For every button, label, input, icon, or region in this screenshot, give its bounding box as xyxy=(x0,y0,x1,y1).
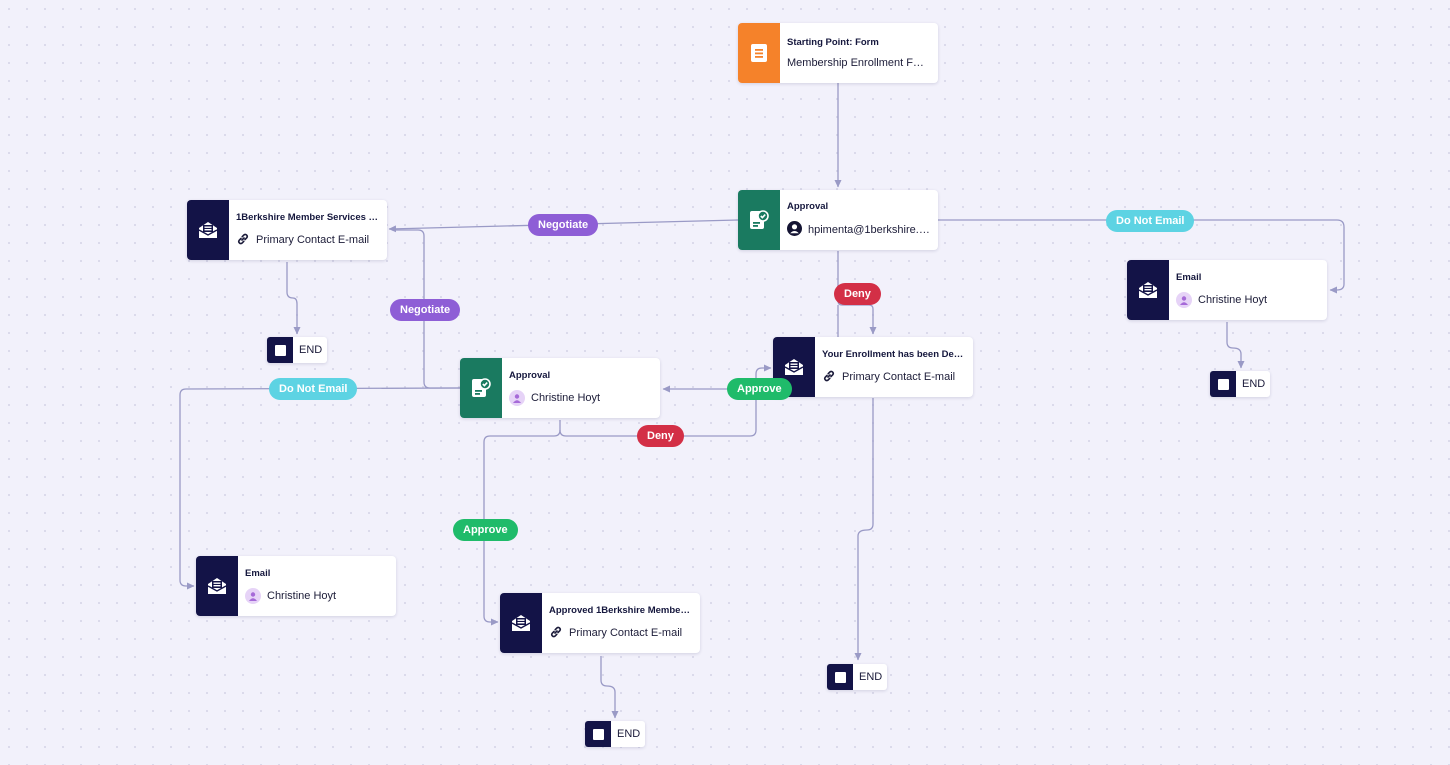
negotiate-label[interactable]: Negotiate xyxy=(528,214,599,236)
email-node-right[interactable]: Email Christine Hoyt xyxy=(1127,260,1327,320)
end-node[interactable]: END xyxy=(827,664,887,690)
approval-node-2[interactable]: Approval Christine Hoyt xyxy=(460,358,660,418)
start-node[interactable]: Starting Point: Form Membership Enrollme… xyxy=(738,23,938,83)
deny-label[interactable]: Deny xyxy=(834,283,881,305)
stop-icon xyxy=(585,721,611,747)
avatar xyxy=(509,390,525,406)
node-subtitle: Primary Contact E-mail xyxy=(842,371,956,383)
avatar xyxy=(1176,292,1192,308)
edge-deny-2 xyxy=(559,364,772,437)
node-title: Approved 1Berkshire Membe… xyxy=(549,604,690,616)
node-title: Approval xyxy=(787,201,829,212)
node-title: Your Enrollment has been De… xyxy=(822,348,964,360)
node-subtitle: Christine Hoyt xyxy=(267,590,337,602)
stop-icon xyxy=(827,664,853,690)
approval-icon xyxy=(460,358,502,418)
edge-approve-2 xyxy=(483,429,561,626)
end-label: END xyxy=(859,671,883,683)
edge-approved-end xyxy=(600,656,619,719)
end-node[interactable]: END xyxy=(267,337,327,363)
do-not-email-label[interactable]: Do Not Email xyxy=(269,378,358,400)
form-icon xyxy=(738,23,780,83)
email-icon xyxy=(500,593,542,653)
edge-member-end xyxy=(286,262,301,335)
node-subtitle: Membership Enrollment F… xyxy=(787,57,924,69)
email-icon xyxy=(1127,260,1169,320)
edge-do-not-email-1 xyxy=(938,219,1345,294)
negotiate-label[interactable]: Negotiate xyxy=(390,299,461,321)
link-icon xyxy=(822,369,836,386)
email-icon xyxy=(187,200,229,260)
approve-label[interactable]: Approve xyxy=(727,378,792,400)
approval-node-1[interactable]: Approval hpimenta@1berkshire.… xyxy=(738,190,938,250)
approve-label[interactable]: Approve xyxy=(453,519,518,541)
end-node[interactable]: END xyxy=(585,721,645,747)
node-title: 1Berkshire Member Services … xyxy=(236,211,379,223)
edge-denied-end xyxy=(854,398,874,661)
node-subtitle: Christine Hoyt xyxy=(531,392,601,404)
user-icon xyxy=(787,221,802,239)
node-subtitle: Primary Contact E-mail xyxy=(256,234,370,246)
node-subtitle: Christine Hoyt xyxy=(1198,294,1268,306)
edge-email-right-end xyxy=(1226,322,1245,369)
email-node-approved-member[interactable]: Approved 1Berkshire Membe… Primary Conta… xyxy=(500,593,700,653)
link-icon xyxy=(549,625,563,642)
avatar xyxy=(245,588,261,604)
end-label: END xyxy=(617,728,641,740)
email-node-member-services[interactable]: 1Berkshire Member Services … Primary Con… xyxy=(187,200,387,260)
email-node-left[interactable]: Email Christine Hoyt xyxy=(196,556,396,616)
link-icon xyxy=(236,232,250,249)
email-node-enrollment-denied[interactable]: Your Enrollment has been De… Primary Con… xyxy=(773,337,973,397)
stop-icon xyxy=(1210,371,1236,397)
email-icon xyxy=(196,556,238,616)
approval-icon xyxy=(738,190,780,250)
node-title: Email xyxy=(245,568,271,579)
node-subtitle: hpimenta@1berkshire.… xyxy=(808,224,930,236)
end-node[interactable]: END xyxy=(1210,371,1270,397)
node-title: Email xyxy=(1176,272,1202,283)
node-title: Starting Point: Form xyxy=(787,37,879,48)
end-label: END xyxy=(299,344,323,356)
edge-do-not-email-2 xyxy=(179,387,461,590)
node-title: Approval xyxy=(509,370,551,381)
end-label: END xyxy=(1242,378,1266,390)
node-subtitle: Primary Contact E-mail xyxy=(569,627,683,639)
stop-icon xyxy=(267,337,293,363)
do-not-email-label[interactable]: Do Not Email xyxy=(1106,210,1195,232)
deny-label[interactable]: Deny xyxy=(637,425,684,447)
